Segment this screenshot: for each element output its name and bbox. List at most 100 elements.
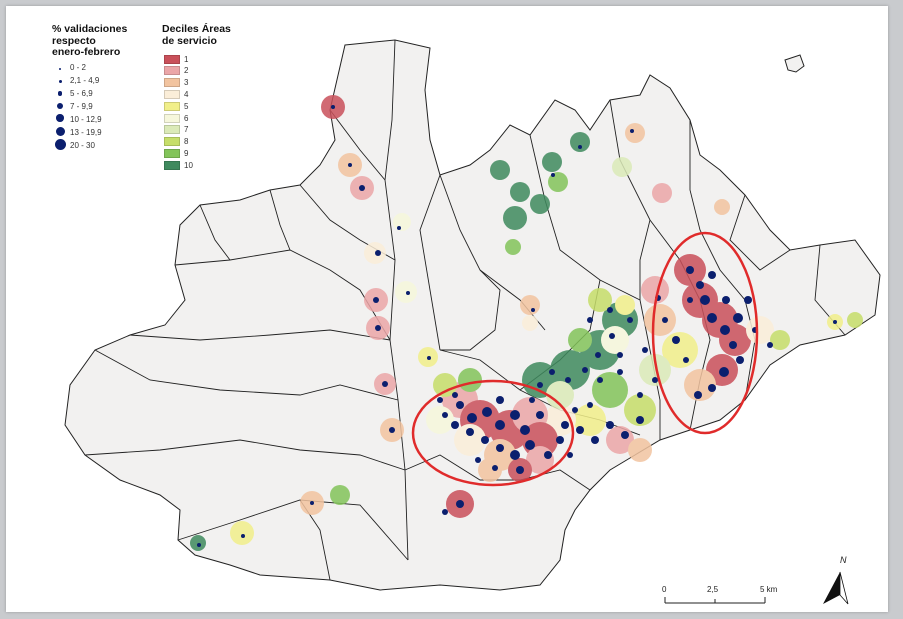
legend-decile-label: 2 <box>184 66 189 76</box>
legend-point-item: 20 - 30 <box>54 138 95 150</box>
stop-point <box>719 367 729 377</box>
legend-point-item: 0 - 2 <box>54 62 86 72</box>
legend-point-item: 13 - 19,9 <box>54 126 102 137</box>
legend-decile-item: 6 <box>164 113 188 123</box>
service-area-blob <box>847 312 863 328</box>
stop-point <box>397 226 401 230</box>
legend-point-symbol-icon <box>57 102 63 109</box>
scale-label-0: 0 <box>662 585 667 594</box>
legend-point-label: 13 - 19,9 <box>70 127 102 137</box>
stop-point <box>606 421 614 429</box>
stop-point <box>348 163 352 167</box>
stop-point <box>607 307 613 313</box>
legend-decile-label: 8 <box>184 137 189 147</box>
service-area-blob <box>588 288 612 312</box>
legend-point-label: 7 - 9,9 <box>70 101 93 111</box>
stop-points <box>197 105 837 547</box>
stop-point <box>621 431 629 439</box>
stop-point <box>696 281 704 289</box>
service-area-blob <box>612 157 632 177</box>
stop-point <box>510 450 520 460</box>
stop-point <box>609 333 615 339</box>
stop-point <box>197 543 201 547</box>
legend-decile-swatch <box>164 160 180 170</box>
stop-point <box>687 297 693 303</box>
stop-point <box>442 509 448 515</box>
service-area-blob <box>624 394 656 426</box>
legend-decile-item: 3 <box>164 78 188 88</box>
service-area-blob <box>644 304 676 336</box>
legend-point-label: 0 - 2 <box>70 62 87 72</box>
legend-decile-swatch <box>164 101 180 111</box>
stop-point <box>492 465 498 471</box>
stop-point <box>708 271 716 279</box>
stop-point <box>720 325 730 335</box>
stop-point <box>578 145 582 149</box>
stop-point <box>452 392 458 398</box>
legend-decile-label: 1 <box>184 54 189 64</box>
stop-point <box>700 295 710 305</box>
legend-decile-swatch <box>164 137 180 147</box>
stop-point <box>544 451 552 459</box>
service-area-blob <box>478 458 502 482</box>
legend-point-label: 5 - 6,9 <box>70 88 93 98</box>
legend-decile-label: 7 <box>184 125 189 135</box>
legend-point-symbol-icon <box>58 79 62 83</box>
legend-point-label: 10 - 12,9 <box>70 114 102 124</box>
stop-point <box>531 308 535 312</box>
stop-point <box>520 425 530 435</box>
service-area-blob <box>395 281 417 303</box>
legend-decile-swatch <box>164 125 180 135</box>
stop-point <box>686 266 694 274</box>
service-area-blob <box>330 485 350 505</box>
stop-point <box>529 397 535 403</box>
stop-point <box>427 356 431 360</box>
stop-point <box>551 173 555 177</box>
stop-point <box>736 356 744 364</box>
stop-point <box>537 382 543 388</box>
stop-point <box>617 352 623 358</box>
stop-point <box>567 452 573 458</box>
legend-point-item: 7 - 9,9 <box>54 101 93 111</box>
service-areas <box>190 95 863 551</box>
service-area-blob <box>550 350 590 390</box>
stop-point <box>627 317 633 323</box>
stop-point <box>662 317 668 323</box>
legend-decile-label: 10 <box>184 160 193 170</box>
stop-point <box>456 401 464 409</box>
stop-point <box>536 411 544 419</box>
service-area-blob <box>770 330 790 350</box>
stop-point <box>572 407 578 413</box>
service-area-blob <box>433 373 457 397</box>
service-area-blob <box>641 276 669 304</box>
stop-point <box>561 421 569 429</box>
legend-decile-swatch <box>164 54 180 64</box>
stop-point <box>582 367 588 373</box>
stop-point <box>683 357 689 363</box>
service-area-blob <box>662 332 698 368</box>
stop-point <box>744 296 752 304</box>
stop-point <box>482 407 492 417</box>
service-area-blob <box>746 316 774 344</box>
highlight-ellipse-east <box>651 231 759 435</box>
stop-point <box>630 129 634 133</box>
legend-decile-label: 9 <box>184 148 189 158</box>
scale-bar <box>664 597 766 604</box>
stop-point <box>382 381 388 387</box>
service-area-blob <box>230 521 254 545</box>
stop-point <box>636 416 644 424</box>
stop-point <box>729 341 737 349</box>
legend-decile-item: 9 <box>164 148 188 158</box>
service-area-blob <box>625 123 645 143</box>
service-area-blob <box>426 406 454 434</box>
stop-point <box>456 500 464 508</box>
legend-point-item: 5 - 6,9 <box>54 88 93 98</box>
north-label: N <box>840 555 847 565</box>
stop-point <box>510 410 520 420</box>
stop-point <box>496 444 504 452</box>
stop-point <box>475 457 481 463</box>
service-area-blob <box>542 152 562 172</box>
legend-decile-label: 4 <box>184 89 189 99</box>
stop-point <box>437 397 443 403</box>
